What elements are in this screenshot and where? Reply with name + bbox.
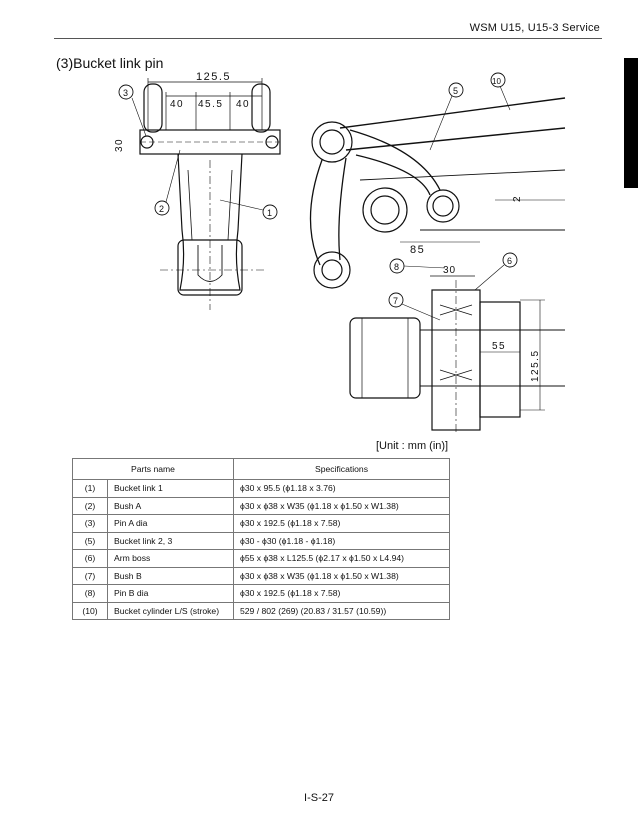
- part-number: (10): [72, 601, 108, 620]
- column-header-specifications: Specifications: [233, 458, 450, 480]
- callout-7: 7: [393, 296, 398, 306]
- unit-note: [Unit : mm (in)]: [376, 440, 449, 452]
- chapter-tab: [624, 58, 638, 188]
- part-name: Pin A dia: [107, 514, 234, 533]
- dim-left-boss: 40: [170, 99, 184, 110]
- callout-5: 5: [453, 86, 458, 96]
- part-number: (1): [72, 479, 108, 498]
- dim-right-boss: 40: [236, 99, 250, 110]
- part-specification: 529 / 802 (269) (20.83 / 31.57 (10.59)): [233, 601, 450, 620]
- table-row: (2) Bush A ϕ30 x ϕ38 x W35 (ϕ1.18 x ϕ1.5…: [72, 496, 450, 515]
- callout-3: 3: [123, 88, 128, 98]
- part-number: (8): [72, 584, 108, 603]
- dim-85: 85: [410, 244, 425, 256]
- dim-left-height: 30: [114, 138, 125, 152]
- part-number: (2): [72, 496, 108, 515]
- part-name: Bush A: [107, 496, 234, 515]
- page-number: I-S-27: [304, 792, 334, 804]
- part-number: (7): [72, 566, 108, 585]
- specifications-table: Parts name Specifications (1) Bucket lin…: [72, 458, 450, 620]
- callout-8: 8: [394, 262, 399, 272]
- part-specification: ϕ30 x ϕ38 x W35 (ϕ1.18 x ϕ1.50 x W1.38): [233, 496, 450, 515]
- table-row: (1) Bucket link 1 ϕ30 x 95.5 (ϕ1.18 x 3.…: [72, 479, 450, 498]
- header-title: WSM U15, U15-3 Service: [469, 22, 600, 34]
- table-row: (6) Arm boss ϕ55 x ϕ38 x L125.5 (ϕ2.17 x…: [72, 549, 450, 568]
- part-specification: ϕ30 x 192.5 (ϕ1.18 x 7.58): [233, 514, 450, 533]
- part-specification: ϕ30 x 95.5 (ϕ1.18 x 3.76): [233, 479, 450, 498]
- part-specification: ϕ30 x ϕ38 x W35 (ϕ1.18 x ϕ1.50 x W1.38): [233, 566, 450, 585]
- part-name: Bucket link 1: [107, 479, 234, 498]
- dim-2: 2: [512, 196, 523, 202]
- part-name: Bucket link 2, 3: [107, 531, 234, 550]
- dim-center: 45.5: [198, 99, 223, 110]
- table-header-row: Parts name Specifications: [72, 458, 450, 480]
- section-title: (3)Bucket link pin: [56, 55, 164, 71]
- callout-10: 10: [492, 77, 501, 86]
- part-number: (5): [72, 531, 108, 550]
- table-row: (7) Bush B ϕ30 x ϕ38 x W35 (ϕ1.18 x ϕ1.5…: [72, 566, 450, 585]
- column-header-parts-name: Parts name: [72, 458, 234, 480]
- dim-55: 55: [492, 341, 506, 352]
- table-row: (5) Bucket link 2, 3 ϕ30 - ϕ30 (ϕ1.18 - …: [72, 531, 450, 550]
- callout-1: 1: [267, 208, 272, 218]
- table-row: (8) Pin B dia ϕ30 x 192.5 (ϕ1.18 x 7.58): [72, 584, 450, 603]
- table-row: (10) Bucket cylinder L/S (stroke) 529 / …: [72, 601, 450, 620]
- part-number: (3): [72, 514, 108, 533]
- part-name: Bucket cylinder L/S (stroke): [107, 601, 234, 620]
- part-name: Arm boss: [107, 549, 234, 568]
- part-number: (6): [72, 549, 108, 568]
- part-specification: ϕ55 x ϕ38 x L125.5 (ϕ2.17 x ϕ1.50 x L4.9…: [233, 549, 450, 568]
- callout-2: 2: [159, 204, 164, 214]
- bucket-link-pin-drawing: 125.5 40 45.5 40 30 3 2 1 85 2 5 10 8: [114, 71, 566, 435]
- table-row: (3) Pin A dia ϕ30 x 192.5 (ϕ1.18 x 7.58): [72, 514, 450, 533]
- part-specification: ϕ30 x 192.5 (ϕ1.18 x 7.58): [233, 584, 450, 603]
- callout-6: 6: [507, 256, 512, 266]
- part-name: Bush B: [107, 566, 234, 585]
- dim-30-lower: 30: [443, 265, 456, 276]
- dim-125-5-vertical: 125.5: [530, 349, 541, 382]
- dim-overall-width: 125.5: [196, 71, 231, 83]
- part-specification: ϕ30 - ϕ30 (ϕ1.18 - ϕ1.18): [233, 531, 450, 550]
- part-name: Pin B dia: [107, 584, 234, 603]
- header-rule: [54, 38, 602, 39]
